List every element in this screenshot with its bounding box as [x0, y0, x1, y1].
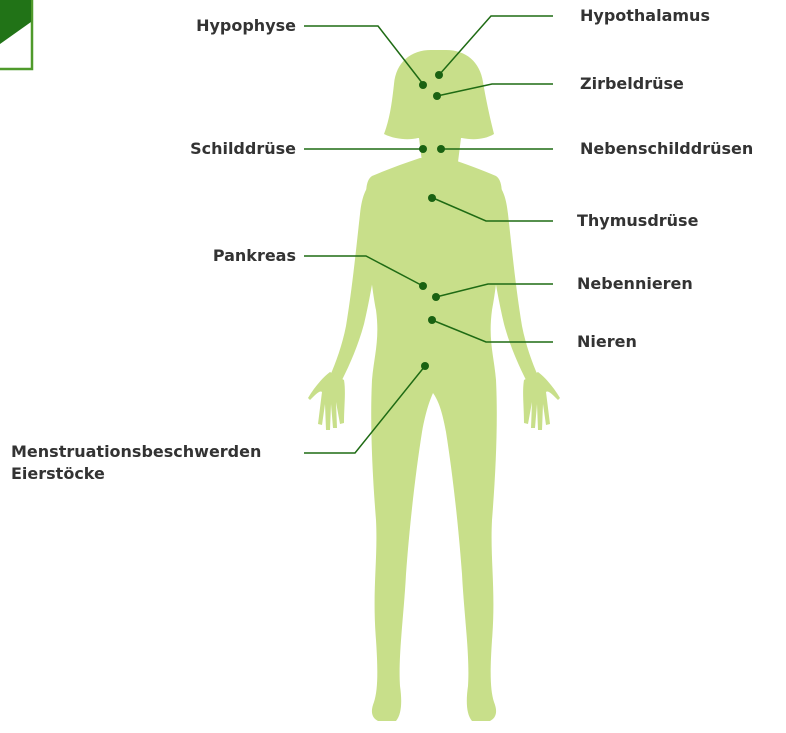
left-hand — [308, 372, 345, 430]
label-hypophyse: Hypophyse — [196, 15, 296, 37]
torso-legs — [366, 158, 502, 721]
dot-schilddruese — [419, 145, 427, 153]
label-nebenschilddruesen: Nebenschilddrüsen — [580, 138, 753, 160]
label-menstruationsbeschwerden: Menstruationsbeschwerden — [11, 441, 261, 463]
label-hypothalamus: Hypothalamus — [580, 5, 710, 27]
label-pankreas: Pankreas — [213, 245, 296, 267]
dot-nebenschilddruesen — [437, 145, 445, 153]
dot-hypophyse — [419, 81, 427, 89]
label-nebennieren: Nebennieren — [577, 273, 693, 295]
label-eierstoecke-group: Menstruationsbeschwerden Eierstöcke — [11, 441, 261, 485]
dot-hypothalamus — [435, 71, 443, 79]
dot-eierstoecke — [421, 362, 429, 370]
label-thymusdruese: Thymusdrüse — [577, 210, 698, 232]
human-body-silhouette — [308, 50, 560, 721]
label-nieren: Nieren — [577, 331, 637, 353]
label-schilddruese: Schilddrüse — [190, 138, 296, 160]
dot-nieren — [428, 316, 436, 324]
label-zirbeldruese: Zirbeldrüse — [580, 73, 684, 95]
label-eierstoecke: Eierstöcke — [11, 463, 261, 485]
dot-thymusdruese — [428, 194, 436, 202]
right-hand — [523, 372, 560, 430]
dot-nebennieren — [432, 293, 440, 301]
dot-pankreas — [419, 282, 427, 290]
dot-zirbeldruese — [433, 92, 441, 100]
